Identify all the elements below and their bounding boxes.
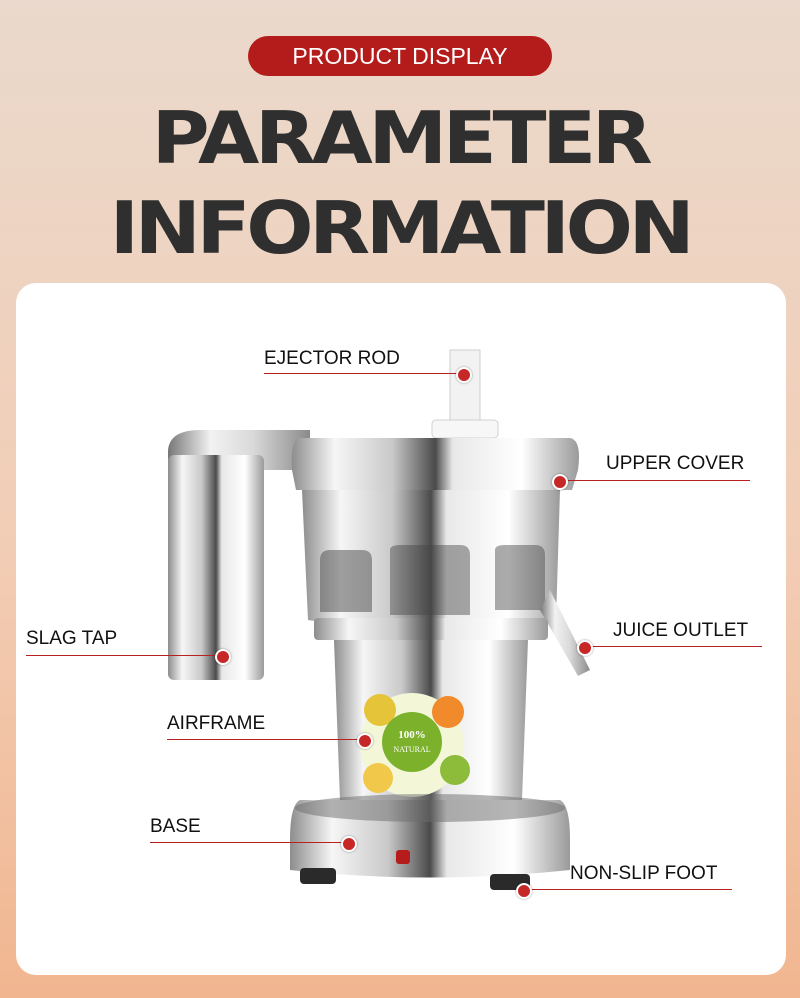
badge-label: PRODUCT DISPLAY [292, 42, 508, 69]
slag-tap-shape [168, 455, 264, 680]
callout-slag-tap: SLAG TAP [26, 628, 118, 649]
callout-dot-non-slip-foot [516, 883, 532, 899]
upper-cover-shape [291, 438, 579, 490]
non-slip-foot-shape [300, 868, 336, 884]
callout-dot-airframe [357, 733, 373, 749]
callout-upper-cover: UPPER COVER [606, 453, 745, 474]
juice-outlet-shape [540, 590, 590, 676]
callout-base: BASE [150, 816, 201, 837]
sticker-text-bottom: NATURAL [393, 745, 430, 754]
callout-line-upper-cover [560, 480, 750, 481]
callout-ejector-rod: EJECTOR ROD [264, 348, 400, 369]
callout-line-juice-outlet [584, 646, 762, 647]
callout-dot-upper-cover [552, 474, 568, 490]
page-title-line2: INFORMATION [109, 186, 695, 270]
product-display-badge: PRODUCT DISPLAY [248, 36, 552, 76]
callout-line-non-slip-foot [524, 889, 732, 890]
sticker-text-top: 100% [398, 729, 426, 741]
callout-dot-slag-tap [215, 649, 231, 665]
power-switch-shape [396, 850, 410, 864]
callout-dot-juice-outlet [577, 640, 593, 656]
callout-line-slag-tap [26, 655, 222, 656]
callout-airframe: AIRFRAME [167, 713, 266, 734]
callout-line-airframe [167, 739, 364, 740]
callout-line-base [150, 842, 348, 843]
callout-non-slip-foot: NON-SLIP FOOT [570, 863, 718, 884]
page-title-line1: PARAMETER [151, 96, 653, 180]
ejector-rod-shape [449, 349, 481, 431]
callout-line-ejector-rod [264, 373, 462, 374]
callout-dot-base [341, 836, 357, 852]
callout-dot-ejector-rod [456, 367, 472, 383]
callout-juice-outlet: JUICE OUTLET [613, 620, 749, 641]
